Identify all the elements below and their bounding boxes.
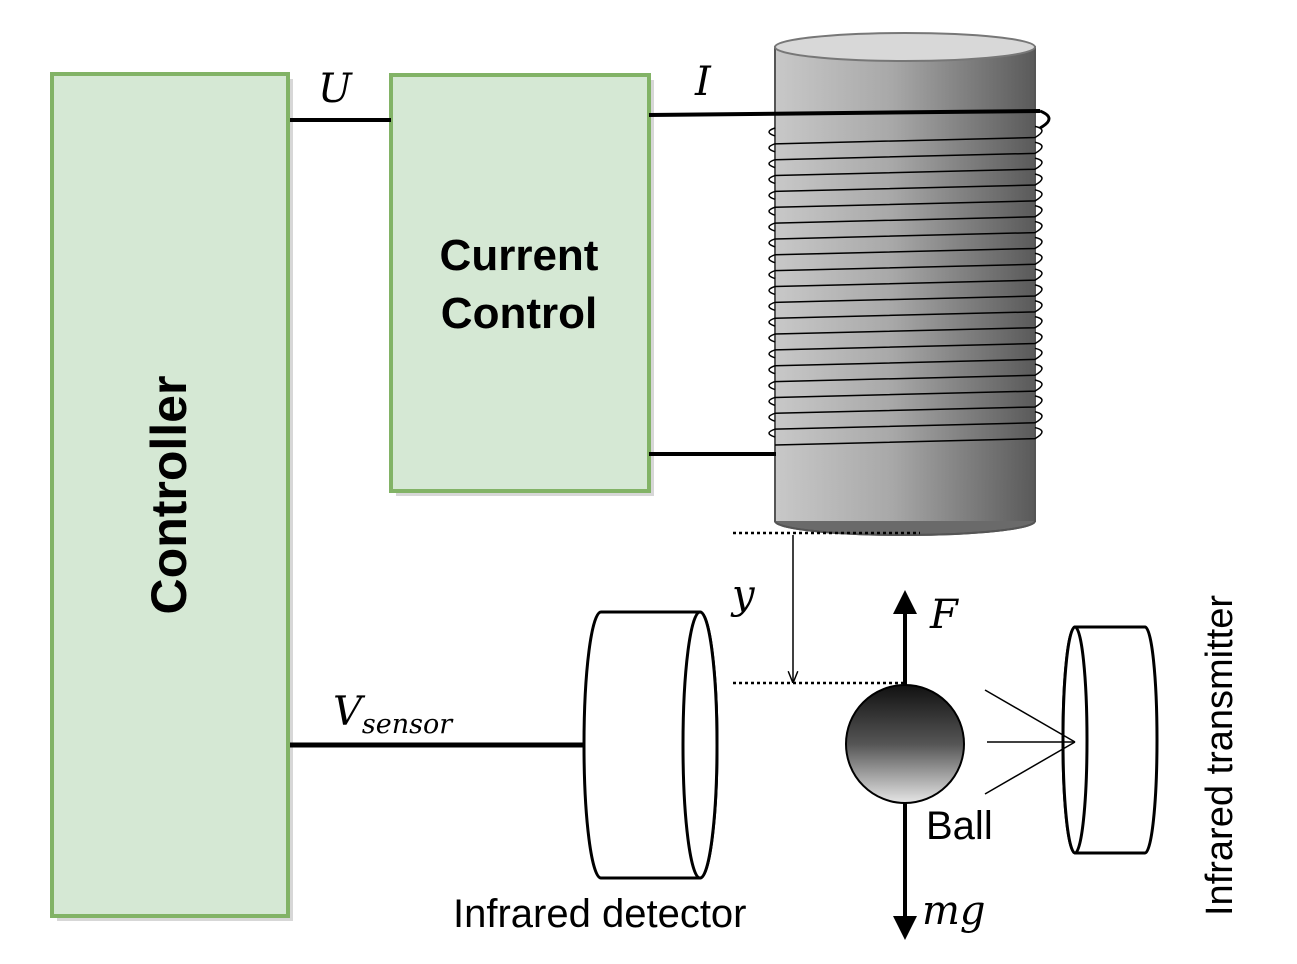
vsensor-signal-label: Vsensor xyxy=(333,689,454,740)
infrared-transmitter-label: Infrared transmitter xyxy=(1199,595,1241,916)
electromagnet xyxy=(768,32,1043,536)
ball-label: Ball xyxy=(926,804,993,848)
i-signal-label: I xyxy=(694,59,712,105)
gravity-label: mg xyxy=(922,888,986,934)
coil-windings xyxy=(768,125,1043,446)
infrared-detector xyxy=(582,610,719,880)
controller-label: Controller xyxy=(141,376,197,615)
ball xyxy=(845,684,965,804)
current-control-label-line2: Control xyxy=(441,289,597,338)
controller-block: Controller xyxy=(50,72,293,921)
infrared-detector-label: Infrared detector xyxy=(453,892,747,936)
coil-top-loop xyxy=(1039,109,1051,130)
current-control-block: Current Control xyxy=(389,73,654,496)
ir-beam-top xyxy=(984,689,1076,743)
infrared-transmitter xyxy=(984,625,1159,855)
y-distance-label: y xyxy=(730,572,756,618)
force-label: F xyxy=(929,592,959,638)
current-control-label-line1: Current xyxy=(440,231,599,280)
i-signal-line-top xyxy=(648,109,1041,117)
coil-winding-path xyxy=(768,125,1043,446)
u-signal-label: U xyxy=(318,66,353,112)
ir-beam-bottom xyxy=(984,741,1076,795)
